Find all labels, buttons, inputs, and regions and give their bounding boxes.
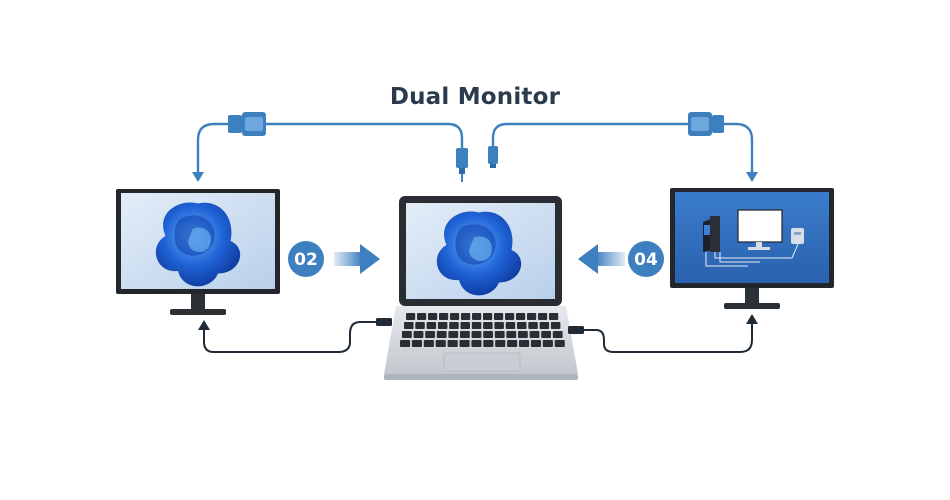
bottom-right-plug <box>568 326 584 334</box>
badge-left-label: 02 <box>294 250 318 270</box>
top-left-arrowhead <box>192 172 204 182</box>
keyboard-key <box>471 340 482 347</box>
keyboard-key <box>428 313 438 320</box>
keyboard-key <box>517 322 527 329</box>
keyboard-key <box>495 340 506 347</box>
keyboard-key <box>494 313 504 320</box>
keyboard-key <box>413 331 424 338</box>
top-right-plug <box>488 146 498 168</box>
keyboard-key <box>406 313 416 320</box>
keyboard-key <box>435 340 446 347</box>
keyboard-key <box>549 313 559 320</box>
keyboard-key <box>539 322 550 329</box>
laptop <box>384 196 578 380</box>
keyboard-key <box>411 340 422 347</box>
keyboard-key <box>505 322 516 329</box>
top-right-arrowhead <box>746 172 758 182</box>
bottom-right-cable <box>581 321 753 353</box>
keyboard-key <box>449 322 459 329</box>
keyboard-key <box>538 313 548 320</box>
diagram-title: Dual Monitor <box>389 84 561 110</box>
badge-left: 02 <box>288 241 324 277</box>
keyboard-key <box>471 322 482 329</box>
top-left-cable <box>196 122 464 180</box>
display-icon <box>737 209 783 250</box>
keyboard-key <box>448 331 459 338</box>
right-screen-wires <box>705 243 799 267</box>
keyboard-key <box>426 322 437 329</box>
keyboard-key <box>550 322 561 329</box>
keyboard-key <box>542 340 553 347</box>
keyboard-key <box>471 331 482 338</box>
keyboard-key <box>460 331 470 338</box>
keyboard-key <box>483 331 493 338</box>
arrow-right-icon <box>334 244 380 274</box>
keyboard-key <box>483 313 493 320</box>
badge-right-label: 04 <box>634 250 658 270</box>
bottom-left-plug <box>376 318 392 326</box>
keyboard-key <box>528 322 538 329</box>
keyboard-key <box>516 313 526 320</box>
keyboard-key <box>425 331 435 338</box>
keyboard-key <box>483 340 494 347</box>
laptop-trackpad <box>443 352 521 372</box>
bottom-right-arrowhead <box>746 314 758 324</box>
keyboard-key <box>529 331 540 338</box>
keyboard-key <box>450 313 460 320</box>
badge-right: 04 <box>628 241 664 277</box>
keyboard-key <box>404 322 414 329</box>
top-left-adapter <box>228 112 266 136</box>
keyboard-key <box>400 340 411 347</box>
keyboard-key <box>415 322 425 329</box>
router-icon <box>791 228 804 244</box>
keyboard-key <box>519 340 530 347</box>
keyboard-key <box>518 331 528 338</box>
desktop-tower-icon <box>703 216 720 252</box>
keyboard-key <box>447 340 458 347</box>
right-monitor <box>670 188 834 309</box>
bottom-left-cable <box>203 321 379 353</box>
keyboard-key <box>402 331 412 338</box>
keyboard-key <box>483 322 493 329</box>
keyboard-key <box>527 313 537 320</box>
keyboard-key <box>554 340 565 347</box>
keyboard-key <box>505 313 515 320</box>
keyboard-key <box>506 331 517 338</box>
top-right-cable <box>491 122 754 180</box>
keyboard-key <box>437 322 448 329</box>
keyboard-key <box>459 340 470 347</box>
keyboard-key <box>460 322 470 329</box>
keyboard-key <box>439 313 449 320</box>
left-monitor <box>116 189 280 315</box>
arrow-left-icon <box>578 244 625 274</box>
keyboard-key <box>436 331 447 338</box>
keyboard-key <box>494 331 505 338</box>
keyboard-key <box>423 340 434 347</box>
top-right-adapter <box>688 112 724 136</box>
keyboard-key <box>507 340 518 347</box>
keyboard-key <box>494 322 504 329</box>
keyboard-key <box>472 313 482 320</box>
laptop-keyboard <box>400 313 565 347</box>
keyboard-key <box>461 313 471 320</box>
top-left-plug <box>456 148 468 182</box>
keyboard-key <box>552 331 563 338</box>
bottom-left-arrowhead <box>198 320 210 330</box>
keyboard-key <box>541 331 551 338</box>
keyboard-key <box>530 340 541 347</box>
keyboard-key <box>417 313 427 320</box>
